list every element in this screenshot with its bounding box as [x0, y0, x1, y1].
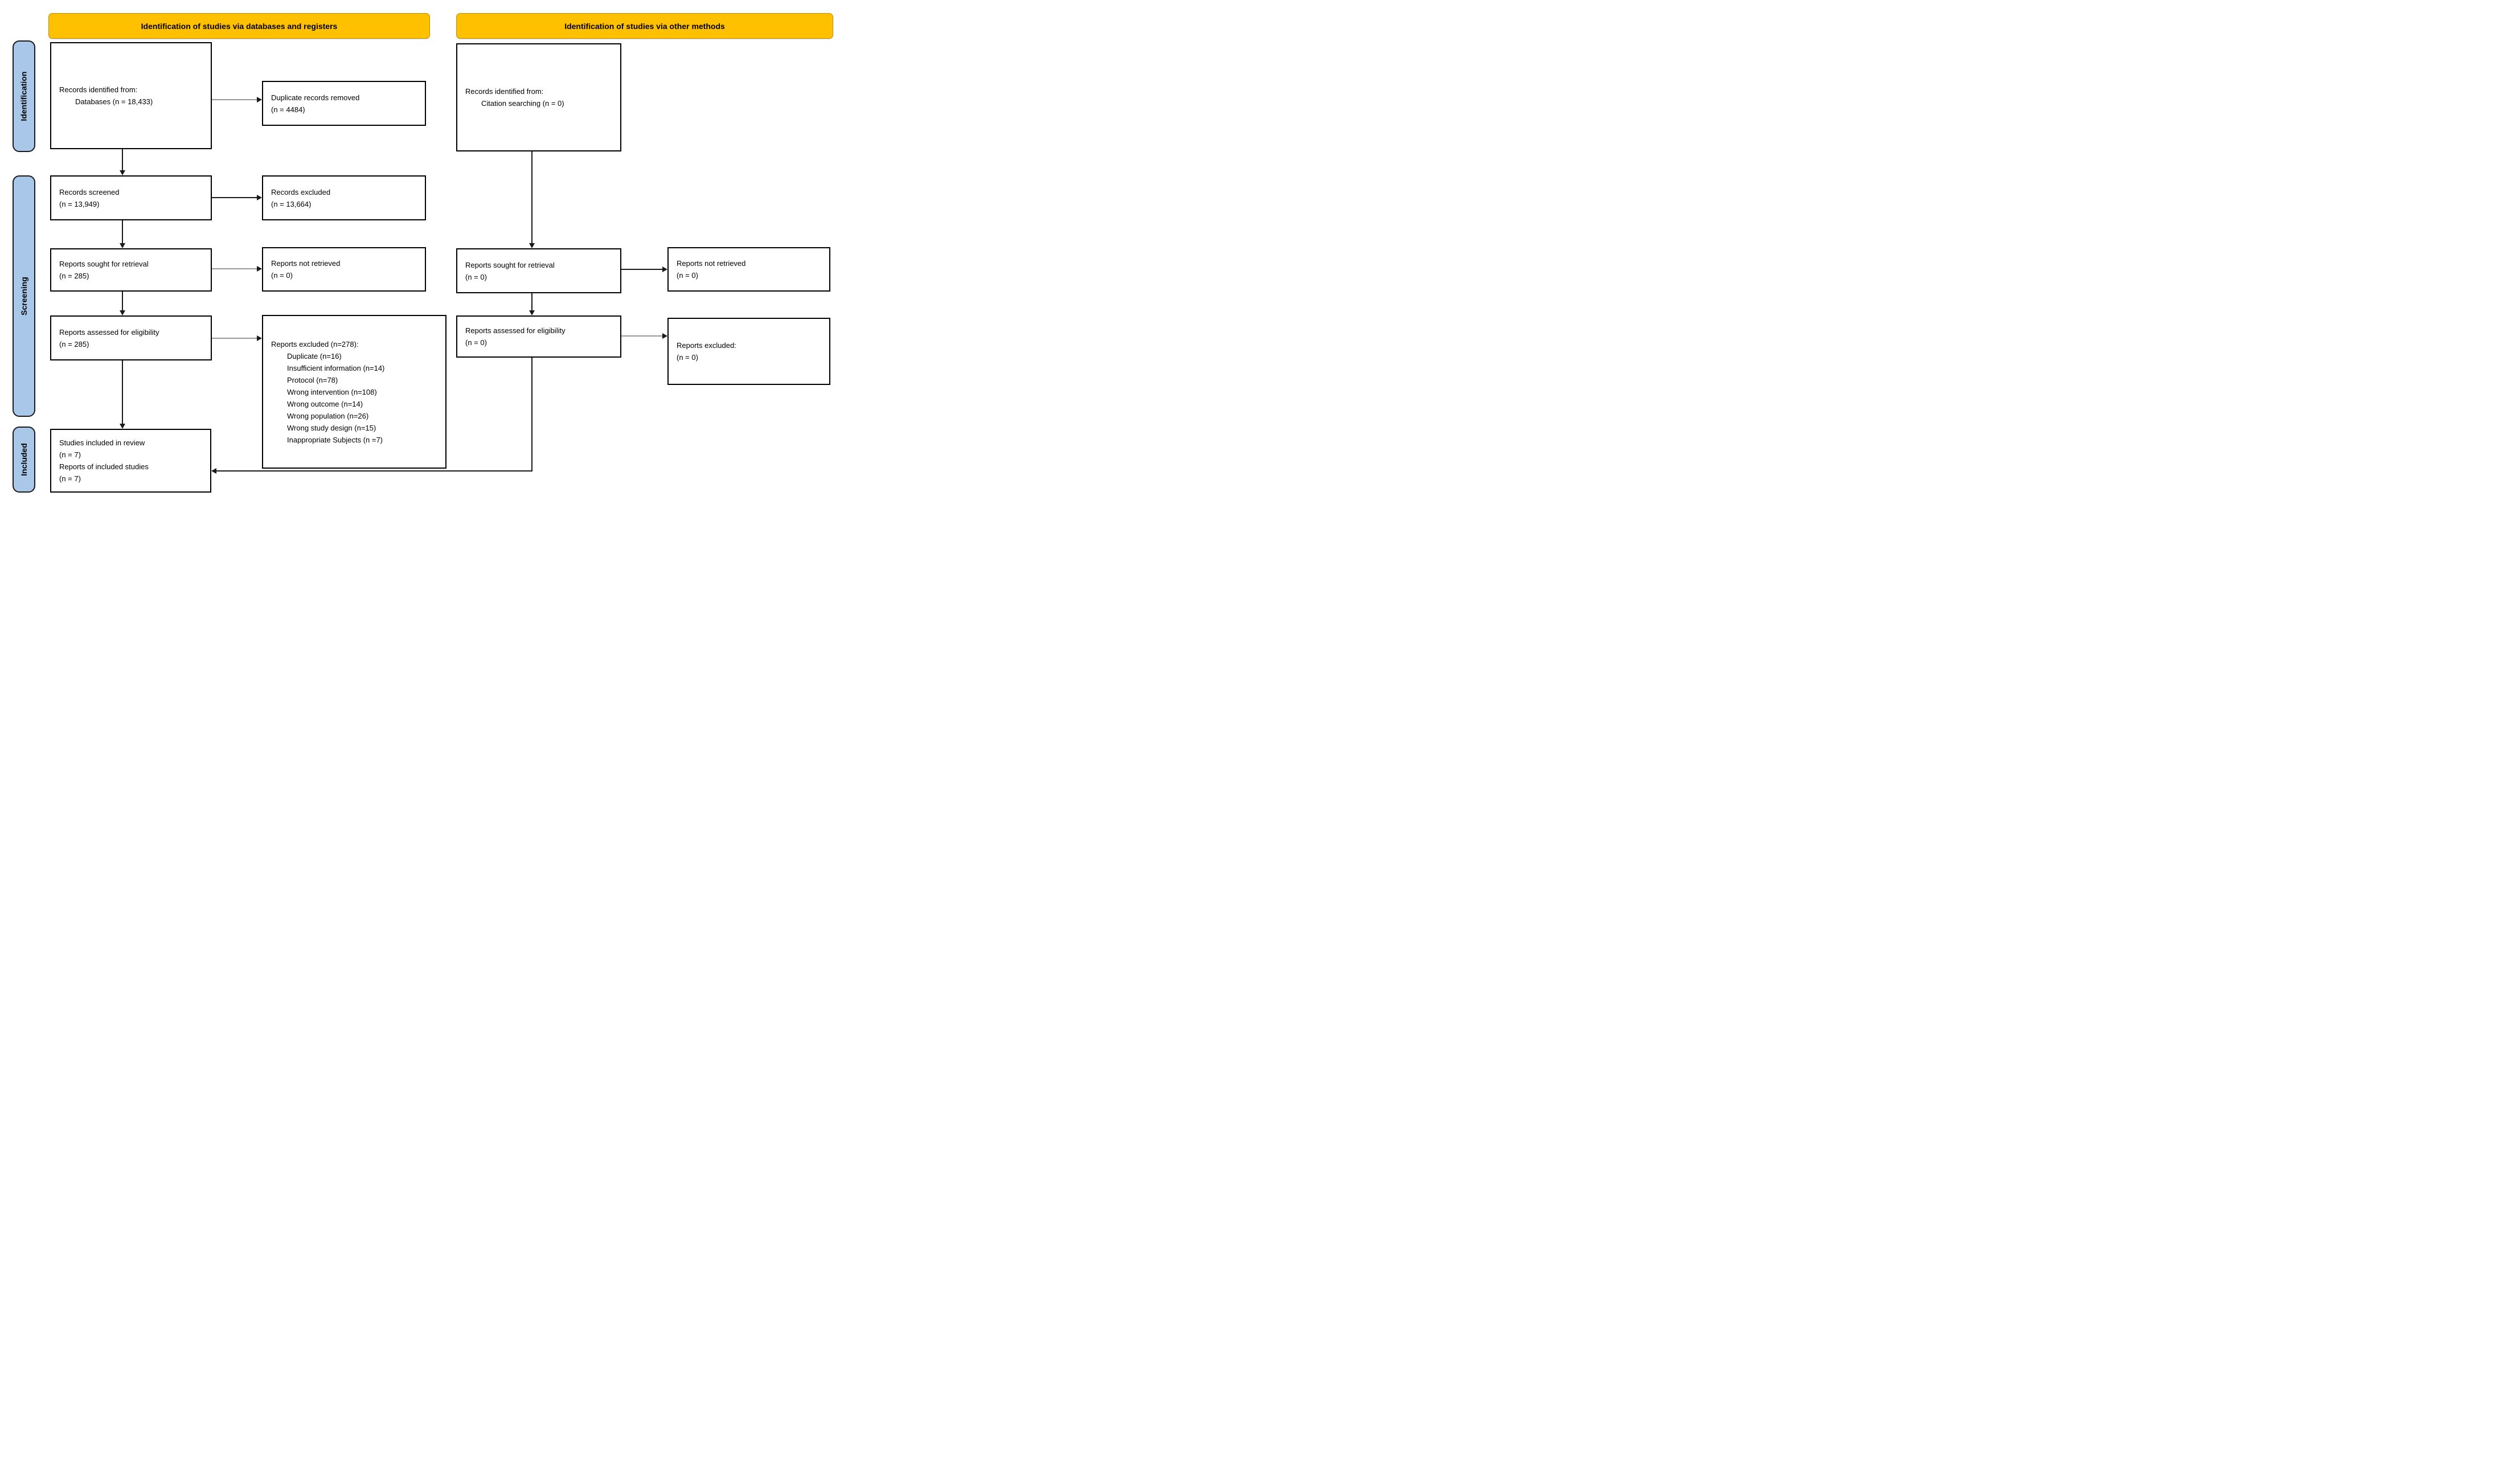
- box-text-line: Duplicate records removed: [271, 93, 360, 102]
- stage-pill-screening: Screening: [13, 175, 35, 417]
- box-text-line: Wrong population (n=26): [287, 411, 369, 420]
- arrowhead-down-icon: [120, 424, 125, 429]
- arrowhead-right-icon: [662, 267, 667, 272]
- arrowhead-right-icon: [257, 97, 262, 103]
- arrow-assessed-other-elbow-horizontal: [216, 470, 532, 472]
- arrow-screened-to-sought: [122, 220, 123, 243]
- stage-pill-included: Included: [13, 427, 35, 493]
- stage-label-screening: Screening: [19, 277, 29, 315]
- box-text-line: (n = 0): [677, 271, 698, 280]
- box-text-line: Reports sought for retrieval: [465, 260, 555, 269]
- box-duplicates-removed: Duplicate records removed (n = 4484): [262, 81, 426, 126]
- box-text-line: (n = 285): [59, 272, 89, 280]
- arrowhead-left-icon: [211, 468, 216, 474]
- arrow-assessed-to-included: [122, 360, 123, 424]
- box-text-line: Reports excluded (n=278):: [271, 339, 359, 349]
- prisma-flow-diagram: Identification of studies via databases …: [0, 0, 834, 495]
- box-text-line: (n = 13,664): [271, 199, 312, 208]
- arrow-assessed-to-excluded-reasons: [212, 338, 257, 339]
- box-records-identified-other: Records identified from: Citation search…: [456, 43, 621, 151]
- box-reports-not-retrieved-other: Reports not retrieved (n = 0): [667, 247, 830, 292]
- arrow-sought-other-to-not-retrieved: [621, 269, 662, 270]
- box-text-line: Databases (n = 18,433): [75, 97, 153, 106]
- arrowhead-down-icon: [529, 243, 535, 248]
- banner-other-methods: Identification of studies via other meth…: [456, 13, 833, 39]
- box-text-line: Reports excluded:: [677, 341, 736, 350]
- arrow-assessed-other-elbow-vertical: [531, 358, 532, 472]
- box-text-line: Reports of included studies: [59, 462, 149, 471]
- box-text-line: Reports not retrieved: [271, 259, 341, 268]
- arrow-sought-to-not-retrieved: [212, 268, 257, 269]
- box-text-line: (n = 4484): [271, 105, 305, 114]
- box-text-line: (n = 7): [59, 474, 81, 483]
- box-text-line: Inappropriate Subjects (n =7): [287, 435, 383, 444]
- arrowhead-down-icon: [120, 310, 125, 315]
- arrow-sought-to-assessed: [122, 292, 123, 310]
- box-text-line: (n = 13,949): [59, 199, 100, 208]
- box-text-line: Reports not retrieved: [677, 259, 746, 268]
- box-reports-sought-databases: Reports sought for retrieval (n = 285): [50, 248, 212, 292]
- box-text-line: (n = 0): [465, 272, 487, 281]
- arrow-screened-to-excluded: [212, 197, 257, 198]
- arrow-sought-other-to-assessed: [531, 293, 532, 310]
- box-text-line: Protocol (n=78): [287, 375, 338, 384]
- box-text-line: Reports assessed for eligibility: [59, 327, 159, 337]
- box-records-screened: Records screened (n = 13,949): [50, 175, 212, 220]
- banner-databases-registers: Identification of studies via databases …: [48, 13, 430, 39]
- arrowhead-down-icon: [120, 170, 125, 175]
- arrow-identified-to-duplicates: [212, 99, 257, 100]
- banner-other-methods-label: Identification of studies via other meth…: [564, 21, 725, 31]
- box-reports-sought-other: Reports sought for retrieval (n = 0): [456, 248, 621, 293]
- arrow-identified-to-screened: [122, 149, 123, 170]
- stage-pill-identification: Identification: [13, 40, 35, 152]
- arrowhead-right-icon: [257, 335, 262, 341]
- box-text-line: Records identified from:: [59, 85, 138, 94]
- box-reports-assessed-other: Reports assessed for eligibility (n = 0): [456, 315, 621, 358]
- box-studies-included: Studies included in review (n = 7) Repor…: [50, 429, 211, 493]
- box-text-line: Wrong study design (n=15): [287, 423, 376, 432]
- box-text-line: Wrong outcome (n=14): [287, 399, 363, 408]
- box-text-line: (n = 0): [465, 338, 487, 347]
- box-text-line: Wrong intervention (n=108): [287, 387, 377, 396]
- box-records-identified-databases: Records identified from: Databases (n = …: [50, 42, 212, 149]
- banner-databases-registers-label: Identification of studies via databases …: [141, 21, 338, 31]
- box-text-line: Records excluded: [271, 187, 331, 196]
- arrowhead-right-icon: [662, 333, 667, 339]
- box-text-line: Reports sought for retrieval: [59, 260, 149, 268]
- box-text-line: (n = 285): [59, 339, 89, 349]
- box-text-line: Duplicate (n=16): [287, 351, 342, 360]
- stage-label-included: Included: [19, 443, 28, 476]
- arrowhead-right-icon: [257, 195, 262, 200]
- box-text-line: Citation searching (n = 0): [481, 99, 564, 108]
- box-text-line: Insufficient information (n=14): [287, 363, 385, 372]
- stage-label-identification: Identification: [19, 71, 28, 121]
- box-text-line: Reports assessed for eligibility: [465, 326, 566, 335]
- arrowhead-down-icon: [529, 310, 535, 315]
- box-reports-excluded-other: Reports excluded: (n = 0): [667, 318, 830, 385]
- box-text-line: (n = 0): [677, 353, 698, 362]
- box-reports-assessed-databases: Reports assessed for eligibility (n = 28…: [50, 315, 212, 360]
- arrowhead-right-icon: [257, 266, 262, 272]
- box-records-excluded: Records excluded (n = 13,664): [262, 175, 426, 220]
- box-text-line: (n = 7): [59, 450, 81, 459]
- arrowhead-down-icon: [120, 243, 125, 248]
- arrow-assessed-other-to-excluded: [621, 335, 662, 337]
- box-text-line: (n = 0): [271, 271, 293, 280]
- box-reports-excluded-reasons: Reports excluded (n=278): Duplicate (n=1…: [262, 315, 446, 469]
- box-text-line: Studies included in review: [59, 438, 145, 447]
- box-text-line: Records screened: [59, 187, 120, 196]
- arrow-identified-other-to-sought: [531, 151, 532, 243]
- box-reports-not-retrieved-databases: Reports not retrieved (n = 0): [262, 247, 426, 292]
- box-text-line: Records identified from:: [465, 87, 544, 96]
